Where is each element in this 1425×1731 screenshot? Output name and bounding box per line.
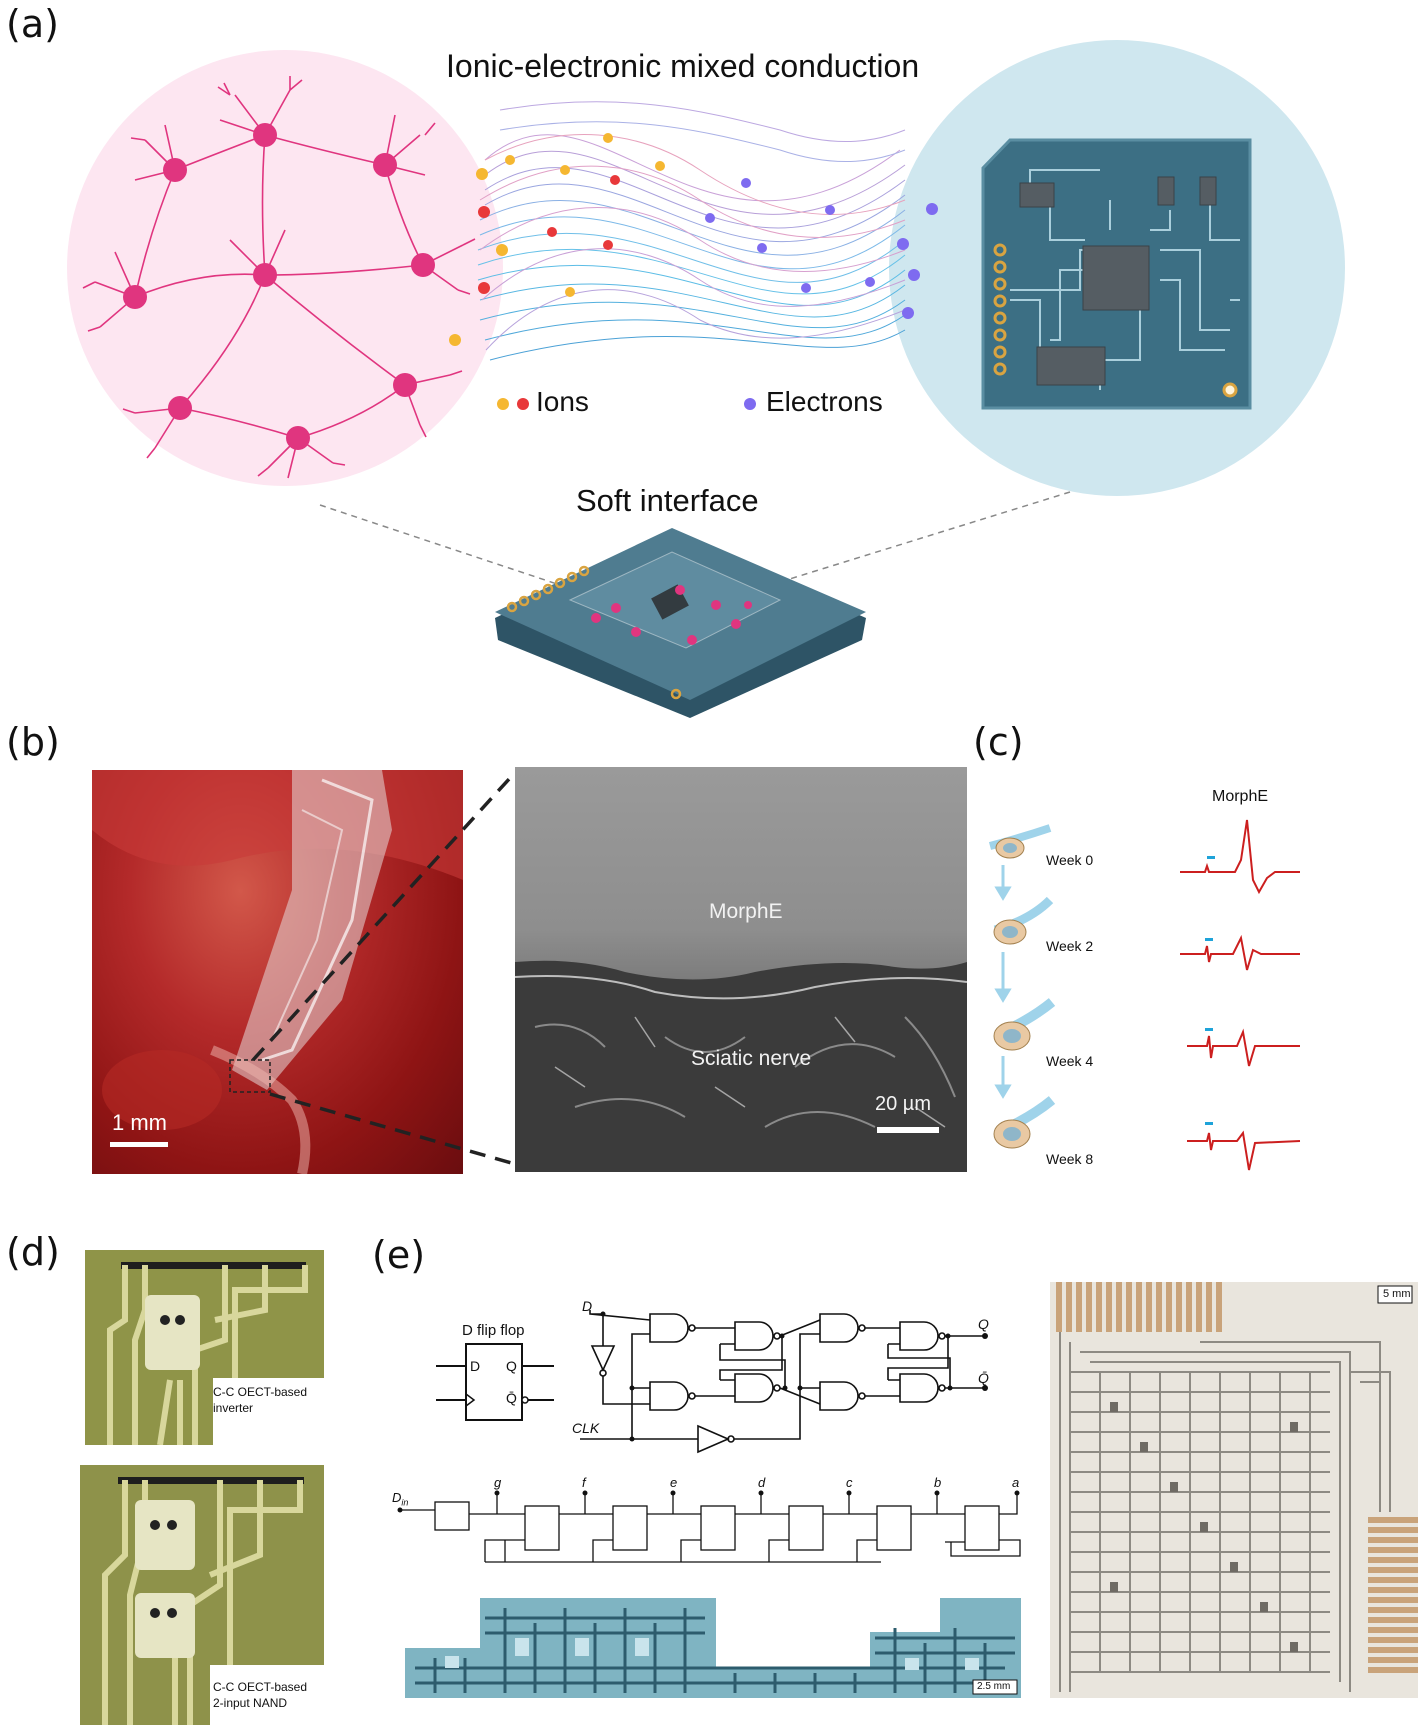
shift-input-label: Din bbox=[392, 1490, 408, 1508]
circuit-chips bbox=[1019, 176, 1217, 386]
ff-pin-qbar: Q̄ bbox=[506, 1390, 517, 1406]
cuff-icons bbox=[988, 824, 1056, 1149]
nand-gate-2 bbox=[649, 1381, 689, 1411]
photo-scale-bar bbox=[110, 1142, 168, 1147]
flip-flop-title: D flip flop bbox=[462, 1322, 525, 1339]
nand-gate-8 bbox=[899, 1373, 939, 1403]
morphe-column-title: MorphE bbox=[1212, 788, 1269, 805]
shift-tap-b: b bbox=[934, 1475, 942, 1490]
sem-scale-label: 20 µm bbox=[875, 1093, 931, 1115]
micrograph-scale-left: 2.5 mm bbox=[977, 1681, 1011, 1692]
inverter-caption-2: inverter bbox=[213, 1401, 254, 1415]
nand-gate-5 bbox=[819, 1313, 859, 1343]
soft-interface-device bbox=[495, 528, 866, 718]
shift-input-main: D bbox=[392, 1490, 402, 1505]
circuit-label-q: Q bbox=[978, 1316, 989, 1332]
gate-level-circuit bbox=[580, 1310, 988, 1454]
nand-gate-1 bbox=[649, 1313, 689, 1343]
circuit-label-d: D bbox=[582, 1298, 593, 1314]
nand-gate-7 bbox=[899, 1321, 939, 1351]
shift-register-diagram bbox=[397, 1490, 1021, 1563]
panel-a-illustration bbox=[67, 40, 1345, 718]
soft-interface-label: Soft interface bbox=[576, 483, 759, 518]
stimulus-marks bbox=[1205, 856, 1215, 1125]
shift-tap-f: f bbox=[582, 1475, 586, 1490]
week-label-2: Week 2 bbox=[1046, 938, 1094, 954]
circuit-label-qbar: Q̄ bbox=[978, 1370, 989, 1386]
ions-legend-red-dot bbox=[517, 398, 529, 410]
panel-label-d: (d) bbox=[6, 1230, 60, 1274]
electron-dots bbox=[705, 178, 938, 319]
ions-legend-yellow-dot bbox=[497, 398, 509, 410]
panel-label-c: (c) bbox=[973, 720, 1024, 764]
week-label-0: Week 0 bbox=[1046, 852, 1094, 868]
nand-photo: C-C OECT-based 2-input NAND bbox=[80, 1465, 324, 1725]
fiber-bundle bbox=[477, 101, 906, 361]
circuit-micrograph-left: 2.5 mm bbox=[405, 1598, 1021, 1698]
electrons-legend-dot bbox=[744, 398, 756, 410]
week-arrows bbox=[994, 865, 1012, 1099]
shift-tap-g: g bbox=[494, 1475, 502, 1490]
week-series-graphic bbox=[988, 819, 1301, 1171]
ff-pin-q: Q bbox=[506, 1358, 517, 1374]
implant-photo: 1 mm bbox=[92, 770, 463, 1174]
nand-caption-2: 2-input NAND bbox=[213, 1696, 288, 1710]
neuron-bodies bbox=[123, 123, 435, 450]
nand-gate-3 bbox=[734, 1321, 774, 1351]
mixed-conduction-title: Ionic-electronic mixed conduction bbox=[446, 48, 920, 84]
sem-nerve-label: Sciatic nerve bbox=[691, 1047, 812, 1070]
nand-caption-1: C-C OECT-based bbox=[213, 1680, 308, 1694]
sem-morphe-label: MorphE bbox=[709, 900, 783, 923]
inverter-d bbox=[590, 1345, 616, 1372]
ff-pin-d: D bbox=[470, 1358, 481, 1374]
shift-tap-c: c bbox=[846, 1475, 853, 1490]
flip-flop-symbol bbox=[436, 1343, 554, 1421]
inverter-photo: C-C OECT-based inverter bbox=[85, 1250, 324, 1445]
inverter-caption-1: C-C OECT-based bbox=[213, 1385, 308, 1399]
panel-label-a: (a) bbox=[6, 2, 59, 46]
neuron-network bbox=[82, 76, 476, 479]
circuit-micrograph-right: 5 mm bbox=[1050, 1282, 1418, 1698]
circuit-label-clk: CLK bbox=[572, 1420, 600, 1436]
micrograph-scale-right: 5 mm bbox=[1383, 1288, 1411, 1300]
panel-label-b: (b) bbox=[6, 720, 60, 764]
circuit-pads bbox=[993, 243, 1238, 398]
signal-traces bbox=[1180, 819, 1301, 1171]
photo-scale-label: 1 mm bbox=[112, 1110, 167, 1135]
circuit-traces bbox=[1010, 169, 1240, 390]
panel-label-e: (e) bbox=[372, 1233, 426, 1277]
electrons-label: Electrons bbox=[766, 386, 883, 417]
leader-lines bbox=[319, 491, 1071, 586]
ion-dots bbox=[449, 133, 665, 346]
nand-gate-6 bbox=[819, 1381, 859, 1411]
shift-tap-a: a bbox=[1012, 1475, 1020, 1490]
week-label-4: Week 4 bbox=[1046, 1053, 1094, 1069]
ions-label: Ions bbox=[536, 386, 589, 417]
nand-gate-4 bbox=[734, 1373, 774, 1403]
sem-scale-bar bbox=[877, 1127, 939, 1133]
shift-tap-e: e bbox=[670, 1475, 678, 1490]
shift-tap-d: d bbox=[758, 1475, 766, 1490]
week-label-8: Week 8 bbox=[1046, 1151, 1094, 1167]
shift-input-sub: in bbox=[401, 1497, 409, 1508]
inverter-clk bbox=[697, 1424, 731, 1454]
sem-image: MorphE Sciatic nerve 20 µm bbox=[515, 767, 967, 1172]
